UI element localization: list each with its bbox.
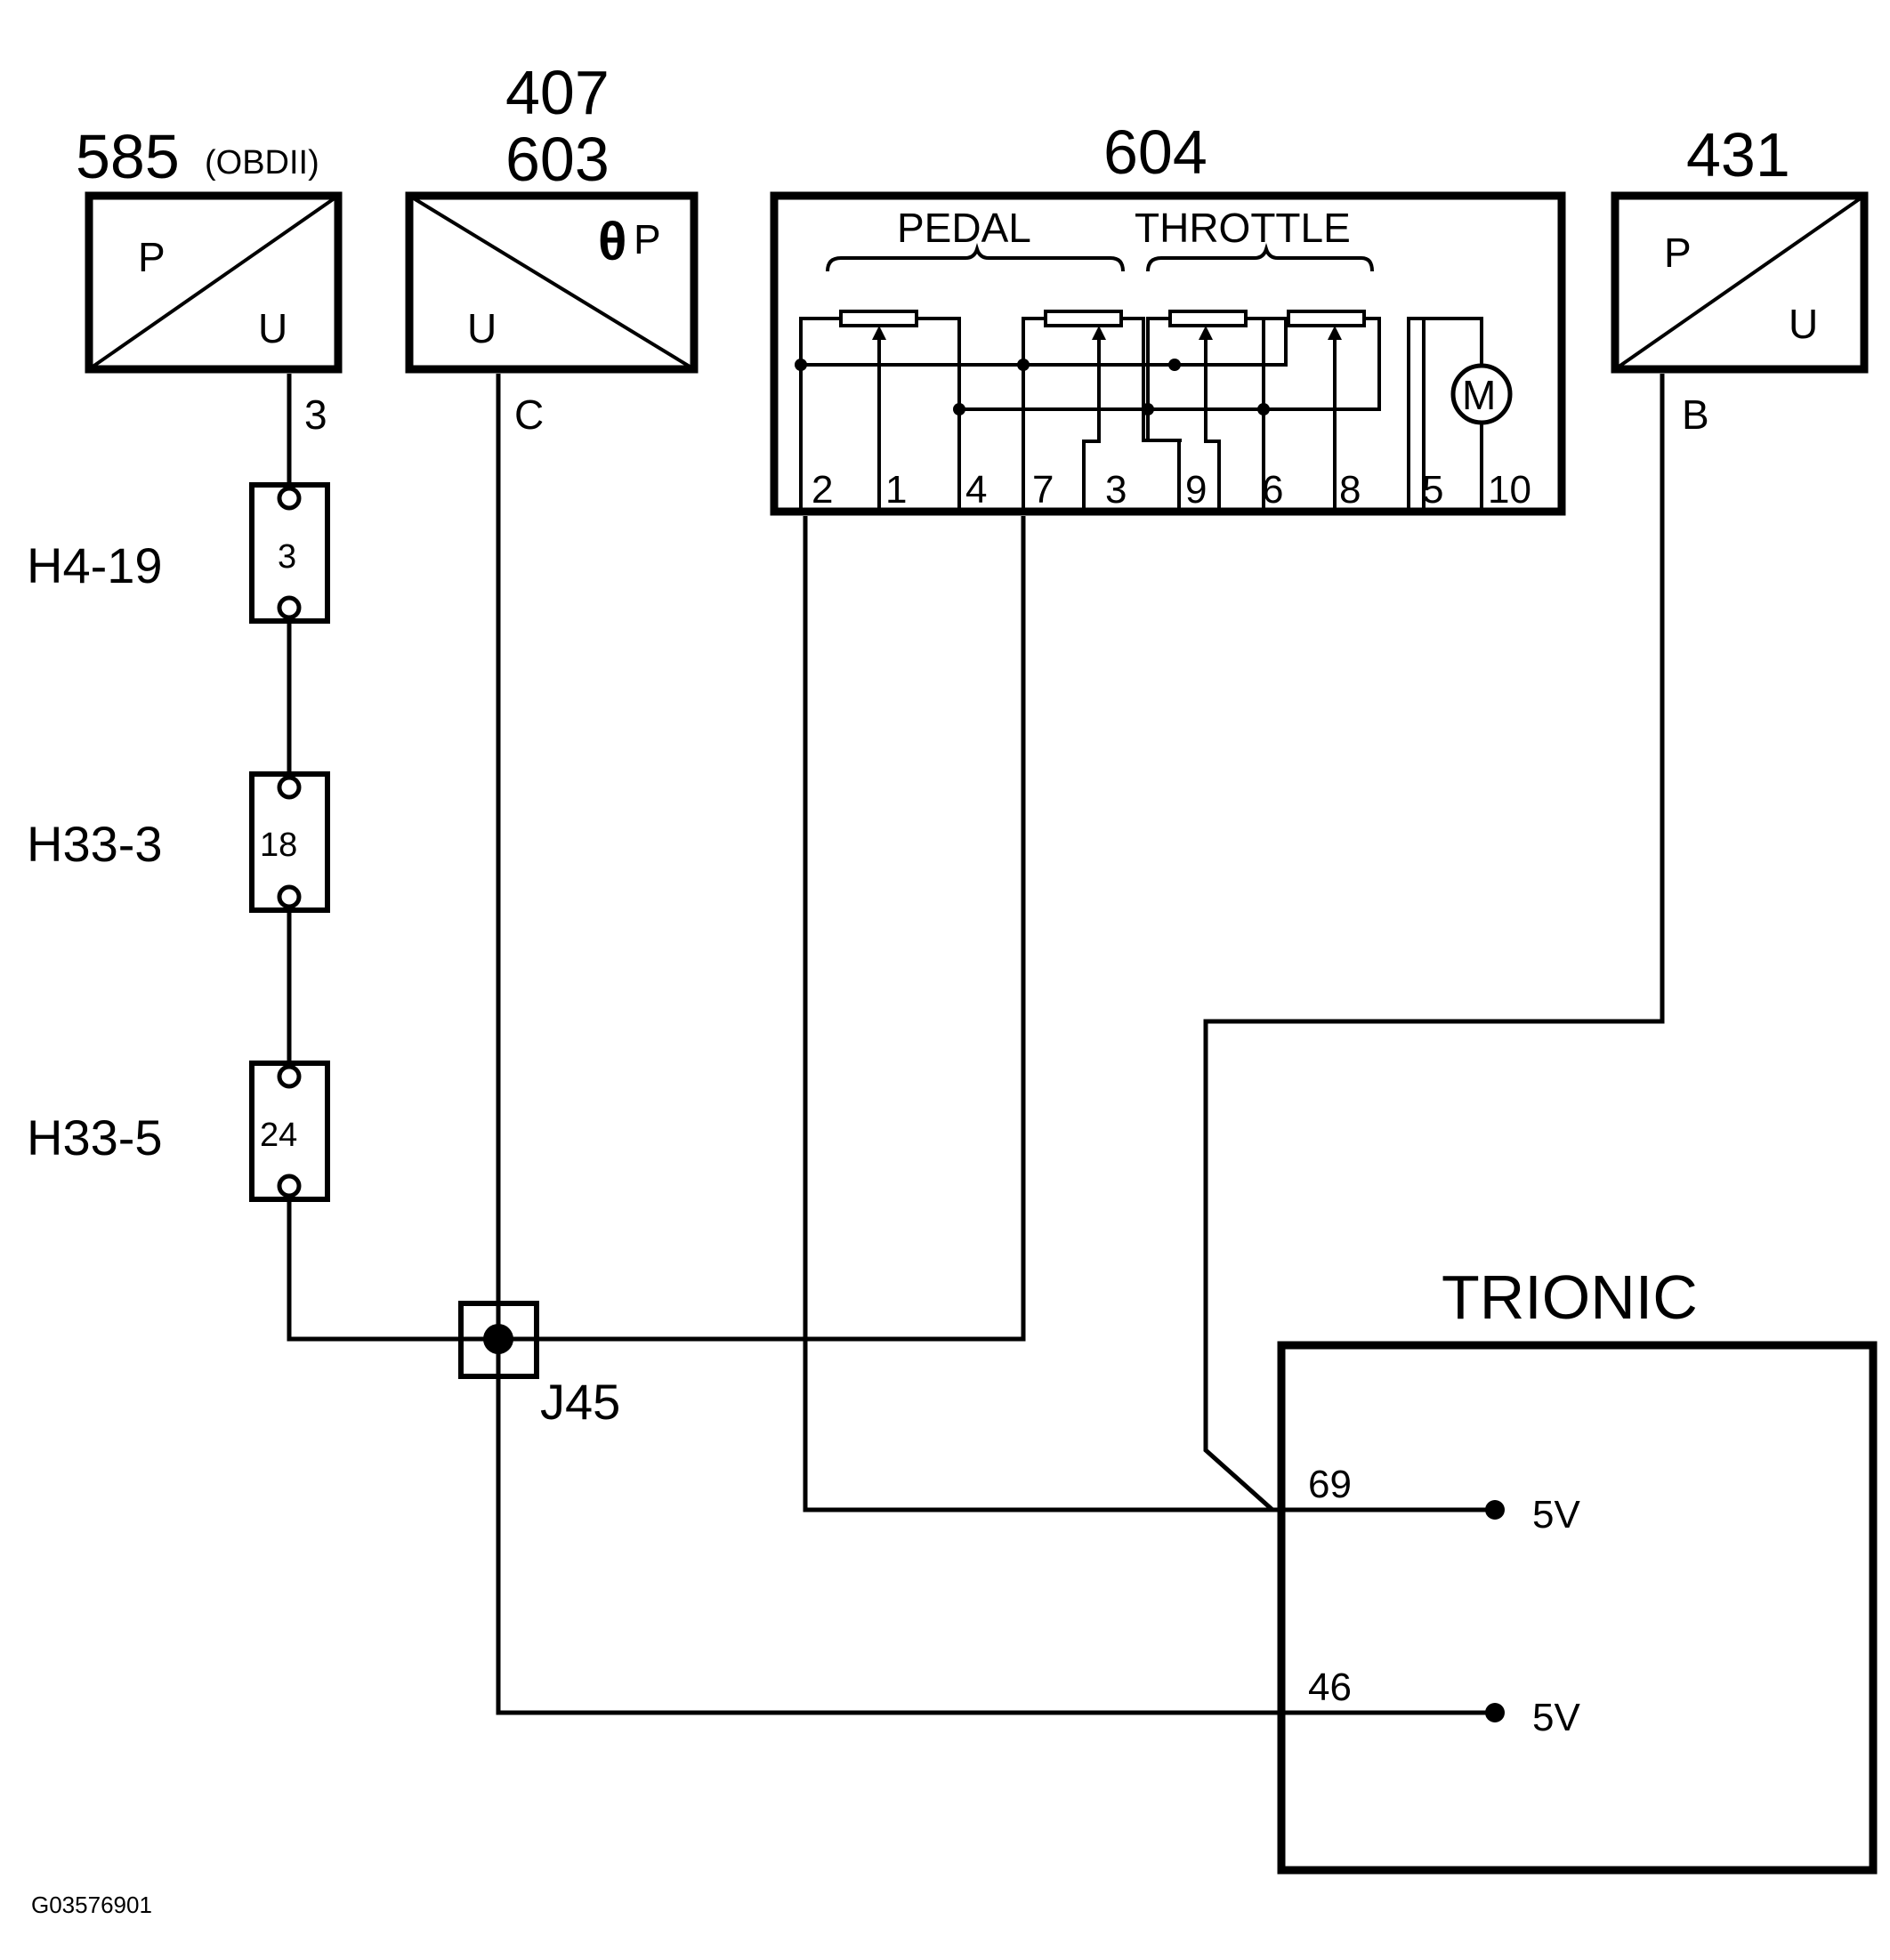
pin-label: 7	[1032, 468, 1054, 512]
trionic-pin-46: 46	[1308, 1666, 1352, 1709]
pin-label: 3	[1105, 468, 1127, 512]
component-431-out-label: U	[1789, 301, 1818, 347]
throttle-label: THROTTLE	[1135, 205, 1351, 251]
component-585-pin: 3	[304, 391, 327, 438]
component-407-603-out-label: P	[634, 216, 661, 262]
junction-label: J45	[540, 1374, 620, 1430]
trionic-title: TRIONIC	[1442, 1262, 1698, 1332]
component-407-603-box	[405, 191, 699, 374]
component-585: 585 (OBDII) P U 3	[76, 122, 343, 438]
junction-j45: J45	[458, 1301, 620, 1430]
component-407-603: 407 603 U θ P C	[405, 58, 699, 438]
component-585-id: 585	[76, 122, 180, 191]
component-604-id: 604	[1103, 117, 1208, 187]
pin-label: 10	[1488, 468, 1531, 512]
component-585-out-label: U	[258, 305, 287, 351]
connector-pin: 3	[278, 538, 296, 576]
pedal-pot-2-icon	[1044, 310, 1123, 327]
pin-label: 2	[812, 468, 833, 512]
pin-label: 8	[1339, 468, 1361, 512]
connector-label: H33-3	[27, 816, 163, 872]
pin-label: 1	[885, 468, 907, 512]
pedal-brace	[826, 243, 1125, 272]
component-585-in-label: P	[138, 234, 166, 280]
pedal-label: PEDAL	[897, 205, 1031, 251]
connector-h33-3: H33-3 18	[27, 771, 330, 913]
component-407-603-diagonal	[408, 194, 696, 371]
motor-label: M	[1462, 372, 1496, 418]
component-431: 431 P U B	[1611, 120, 1869, 438]
connector-h4-19: H4-19 3	[27, 482, 330, 624]
pin-label: 4	[965, 468, 987, 512]
figure-code: G03576901	[31, 1891, 152, 1918]
component-431-pin: B	[1682, 391, 1709, 438]
trionic-voltage-a: 5V	[1532, 1493, 1580, 1537]
connector-h33-5: H33-5 24	[27, 1061, 330, 1202]
throttle-pot-2-icon	[1287, 310, 1366, 327]
component-431-in-label: P	[1664, 230, 1692, 276]
component-407-603-pin: C	[514, 391, 544, 438]
internal-wiring	[795, 317, 1483, 512]
component-585-suffix: (OBDII)	[205, 144, 319, 181]
component-604-box	[770, 191, 1566, 516]
theta-symbol: θ	[598, 212, 626, 271]
component-407-603-in-label: U	[467, 305, 497, 351]
pin-label: 9	[1185, 468, 1207, 512]
trionic-pin-69: 69	[1308, 1463, 1352, 1506]
component-431-diagonal	[1613, 194, 1866, 371]
component-603-id: 603	[505, 125, 610, 194]
motor-icon	[1450, 363, 1513, 425]
trionic-voltage-b: 5V	[1532, 1696, 1580, 1739]
throttle-brace	[1146, 243, 1374, 272]
component-431-id: 431	[1686, 120, 1790, 190]
trionic-box	[1277, 1341, 1878, 1875]
component-585-box	[85, 191, 343, 374]
component-431-box	[1611, 191, 1869, 374]
connector-pin: 24	[260, 1117, 297, 1154]
connector-label: H33-5	[27, 1109, 163, 1166]
connector-label: H4-19	[27, 537, 163, 593]
component-407-id: 407	[505, 58, 610, 127]
external-wires	[287, 374, 1665, 1715]
trionic-module: TRIONIC 69 5V 46 5V	[1277, 1262, 1878, 1875]
pin-label: 6	[1262, 468, 1283, 512]
component-604: 604 PEDAL THROTTLE	[770, 117, 1566, 516]
connector-pin: 18	[260, 827, 297, 864]
pin-label: 5	[1422, 468, 1443, 512]
pedal-pot-1-icon	[839, 310, 918, 327]
throttle-pot-1-icon	[1168, 310, 1248, 327]
component-585-diagonal	[87, 194, 340, 371]
